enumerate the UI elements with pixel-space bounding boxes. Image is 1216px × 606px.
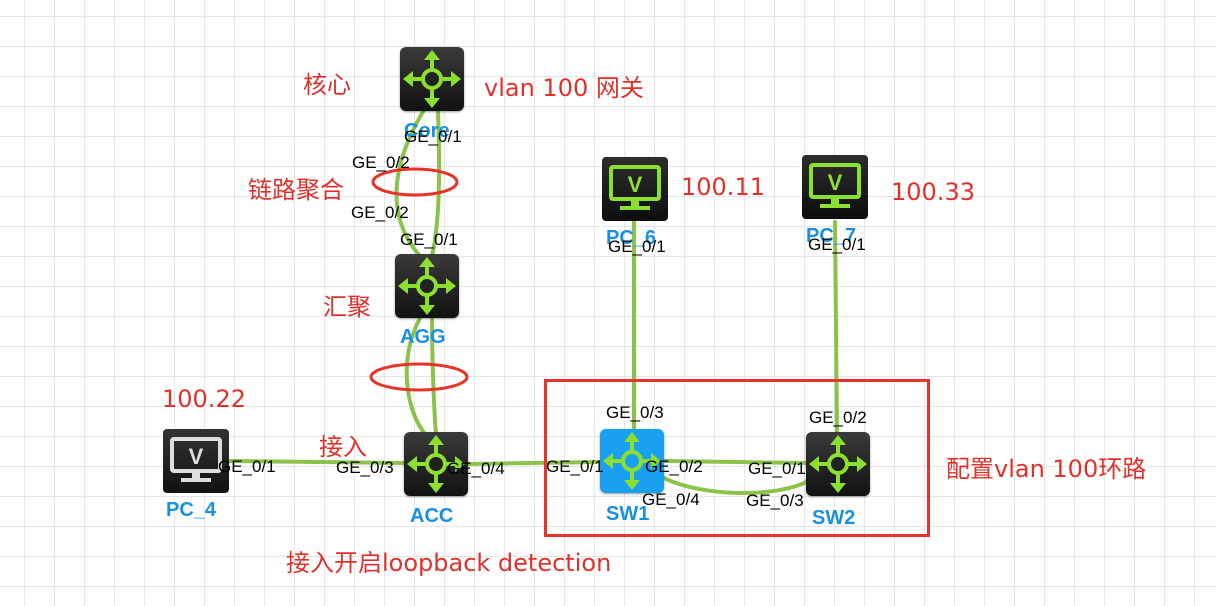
link-acc-sw1 — [466, 460, 602, 466]
svg-text:V: V — [828, 170, 843, 195]
pc7-label: PC_7 — [806, 225, 857, 247]
note-core: 核心 — [303, 71, 351, 99]
pc7-monitor-icon[interactable]: V — [802, 155, 868, 219]
lag-ellipse-lower — [369, 362, 469, 392]
link-pc7-sw2 — [833, 220, 839, 434]
note-pc4-ip: 100.22 — [162, 385, 246, 413]
pc6-monitor-icon[interactable]: V — [602, 157, 668, 221]
port-pc4-ge01: GE_0/1 — [218, 457, 276, 476]
pc4-monitor-icon[interactable]: V — [163, 429, 229, 493]
port-core-ge01: GE_0/1 — [404, 127, 462, 146]
note-loop-config: 配置vlan 100环路 — [946, 455, 1147, 483]
link-agg-acc-2 — [430, 316, 438, 436]
port-sw2-ge03: GE_0/3 — [746, 491, 804, 510]
link-sw1-sw2-1 — [662, 459, 808, 465]
note-pc6-ip: 100.11 — [681, 173, 765, 201]
note-pc7-ip: 100.33 — [891, 178, 975, 206]
port-acc-ge04: GE_0/4 — [447, 459, 505, 478]
svg-text:V: V — [189, 444, 204, 469]
port-sw1-ge04: GE_0/4 — [642, 490, 700, 509]
port-agg-ge01: GE_0/1 — [400, 230, 458, 249]
agg-router-icon[interactable] — [395, 254, 459, 318]
port-pc6-ge01: GE_0/1 — [608, 237, 666, 256]
port-core-ge02: GE_0/2 — [352, 153, 410, 172]
pc6-label: PC_6 — [606, 227, 657, 249]
port-agg-ge02: GE_0/2 — [351, 203, 409, 222]
agg-label: AGG — [400, 326, 446, 348]
port-sw1-ge03: GE_0/3 — [606, 403, 664, 422]
port-acc-ge03: GE_0/3 — [336, 458, 394, 477]
sw1-label: SW1 — [606, 503, 650, 525]
link-pc4-acc — [226, 459, 406, 465]
port-sw2-ge02: GE_0/2 — [809, 408, 867, 427]
note-loopback-detection: 接入开启loopback detection — [286, 549, 612, 577]
link-agg-acc-1 — [404, 316, 427, 436]
note-aggregation: 汇聚 — [323, 293, 371, 321]
port-sw2-ge01: GE_0/1 — [748, 459, 806, 478]
sw1-router-icon[interactable] — [600, 429, 664, 493]
loop-config-box — [544, 379, 930, 537]
link-core-agg-1 — [394, 108, 426, 258]
note-link-aggregation: 链路聚合 — [248, 176, 344, 204]
sw2-label: SW2 — [812, 507, 856, 529]
acc-router-icon[interactable] — [404, 432, 468, 496]
link-sw1-sw2-2 — [658, 474, 812, 496]
port-sw1-ge01: GE_0/1 — [546, 457, 604, 476]
lag-ellipse-upper — [371, 167, 459, 197]
sw2-router-icon[interactable] — [806, 432, 870, 496]
svg-text:V: V — [628, 172, 643, 197]
port-pc7-ge01: GE_0/1 — [808, 235, 866, 254]
note-gateway: vlan 100 网关 — [484, 74, 644, 102]
port-sw1-ge02: GE_0/2 — [645, 457, 703, 476]
core-router-icon[interactable] — [400, 47, 464, 111]
core-label: Core — [404, 120, 450, 142]
pc4-label: PC_4 — [166, 499, 217, 521]
note-access: 接入 — [319, 433, 367, 461]
acc-label: ACC — [410, 505, 454, 527]
